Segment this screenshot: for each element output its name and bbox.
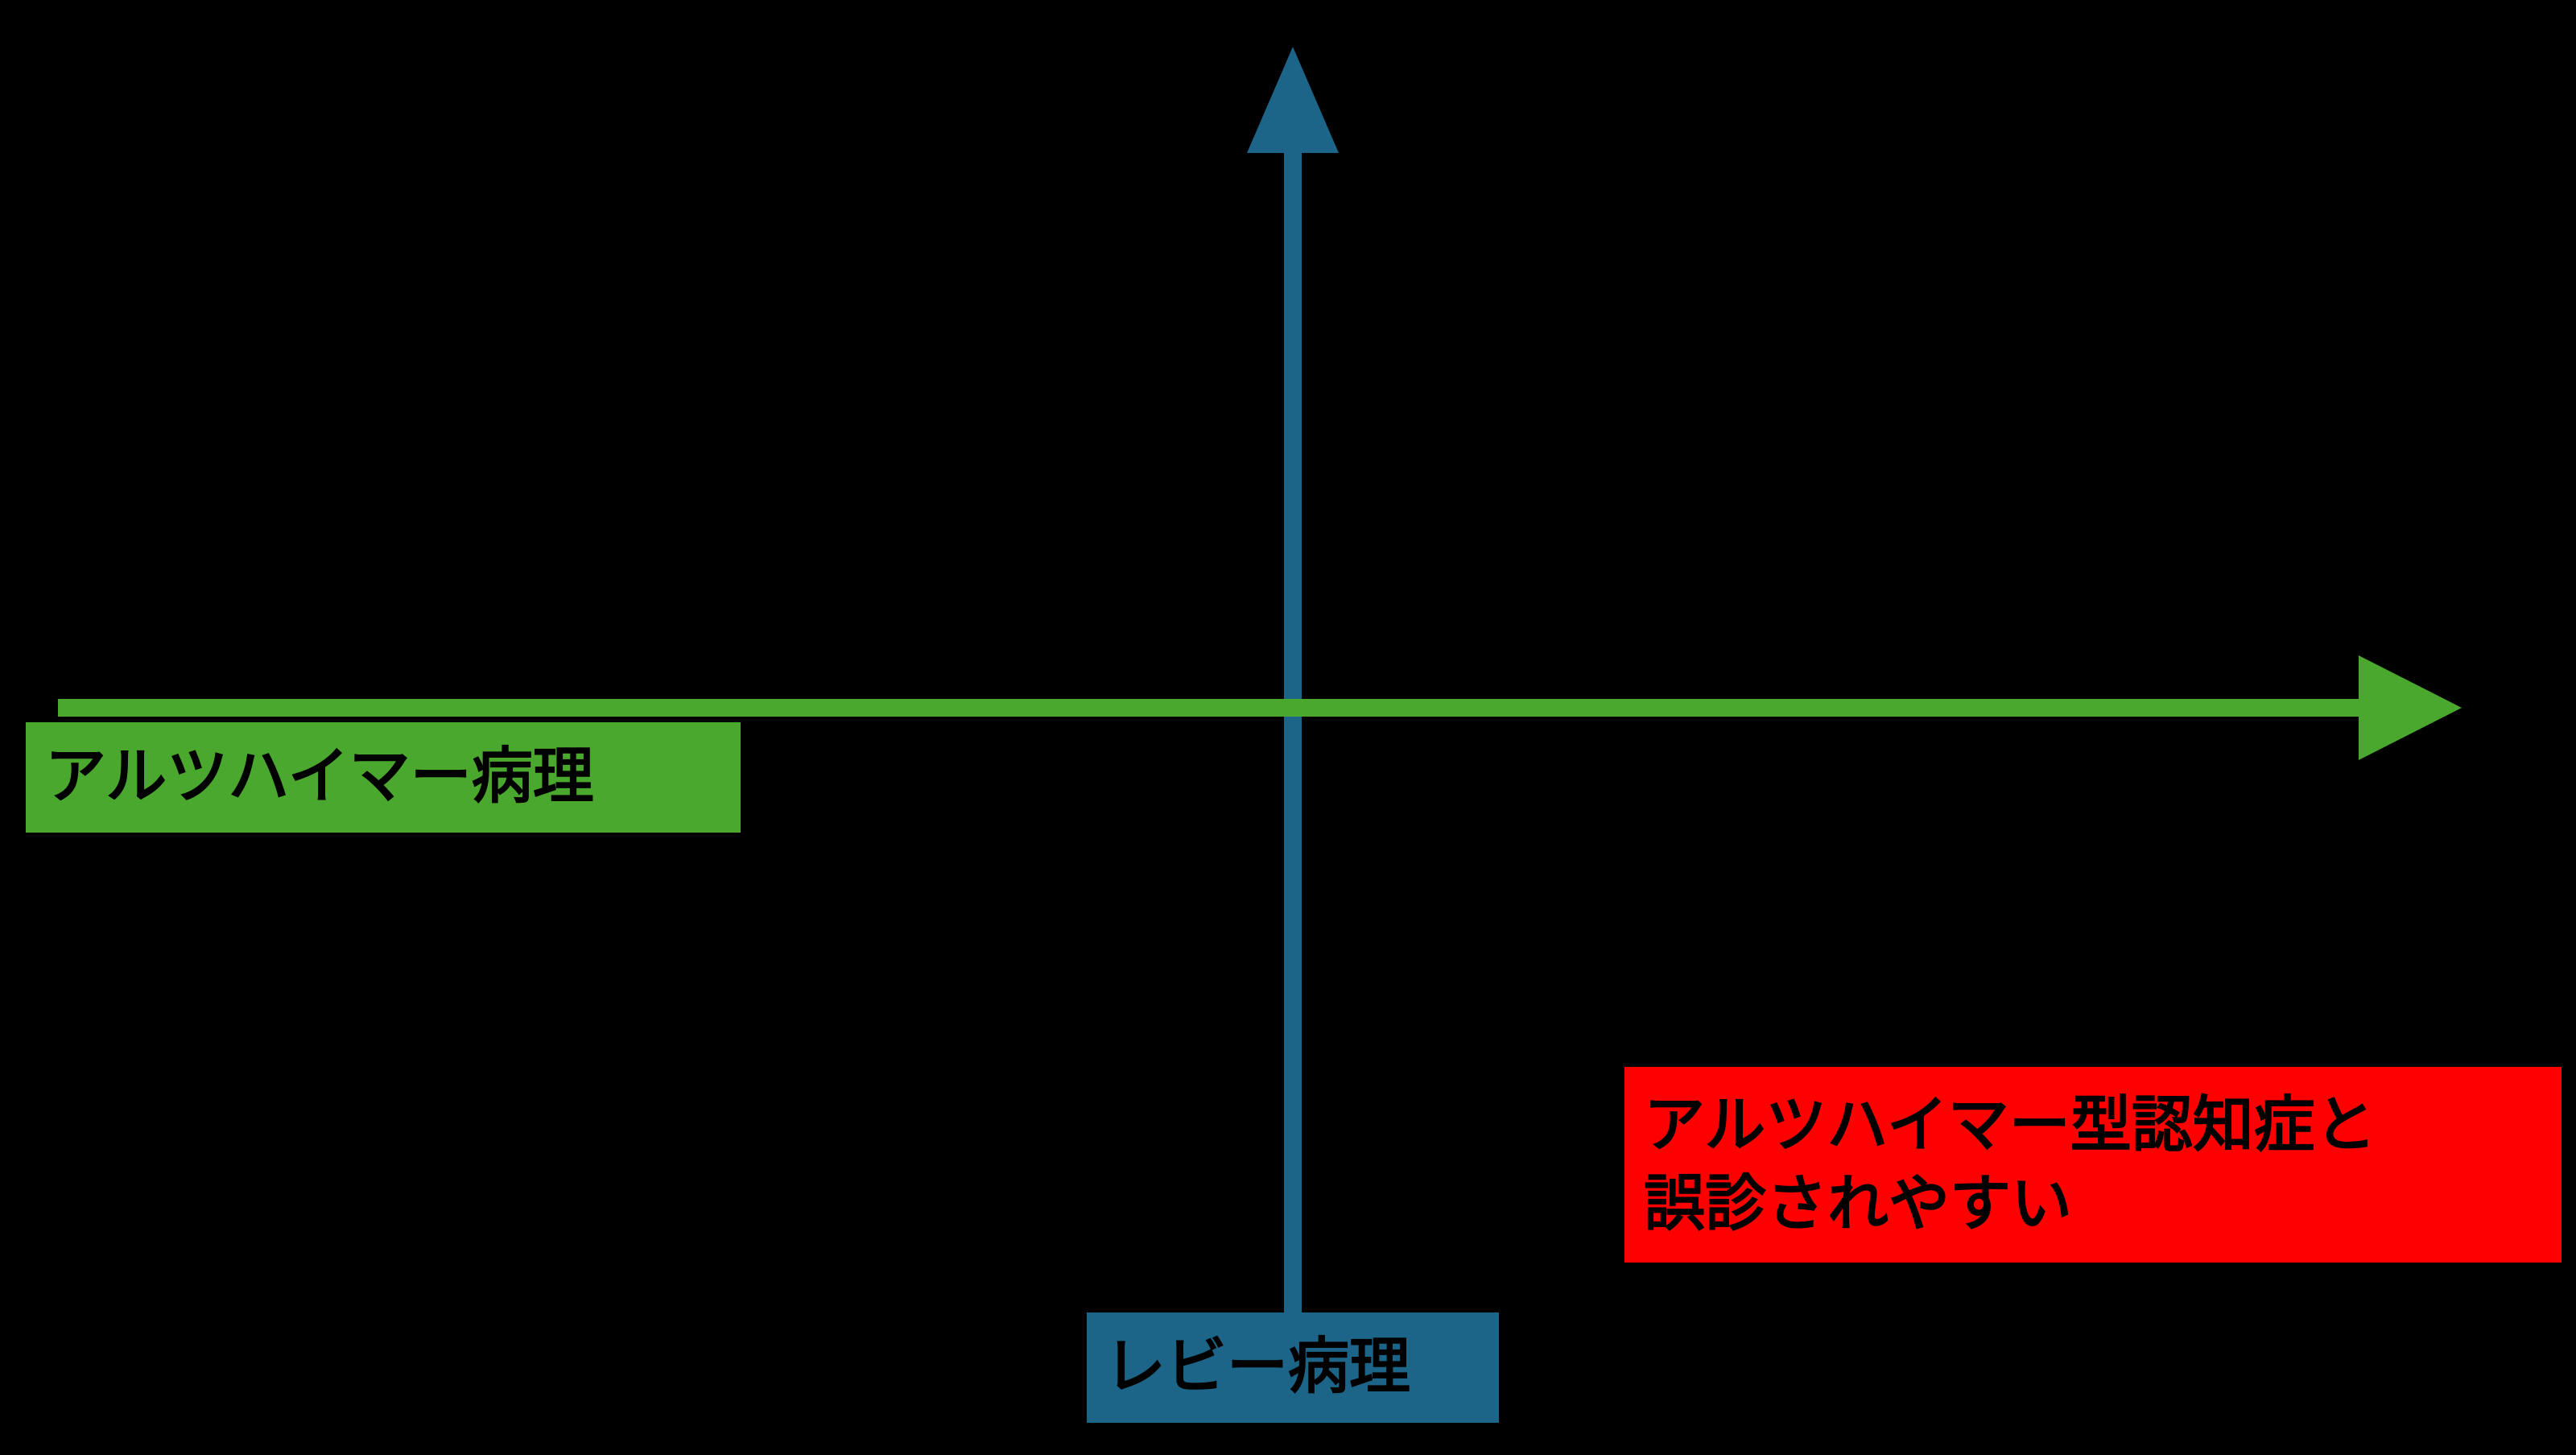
vertical-axis-arrow [1247, 47, 1339, 1373]
alzheimer-pathology-label-text: アルツハイマー病理 [45, 742, 594, 812]
misdiagnosis-annotation-line-2: 誤診されやすい [1644, 1169, 2072, 1238]
lewy-pathology-label-text: レビー病理 [1104, 1333, 1410, 1402]
alzheimer-pathology-axis-label: アルツハイマー病理 [26, 722, 741, 833]
misdiagnosis-annotation: アルツハイマー型認知症と 誤診されやすい [1624, 1067, 2562, 1263]
horizontal-axis-arrow [58, 655, 2462, 760]
lewy-pathology-axis-label: レビー病理 [1087, 1312, 1499, 1423]
misdiagnosis-annotation-line-1: アルツハイマー型認知症と [1644, 1091, 2376, 1160]
